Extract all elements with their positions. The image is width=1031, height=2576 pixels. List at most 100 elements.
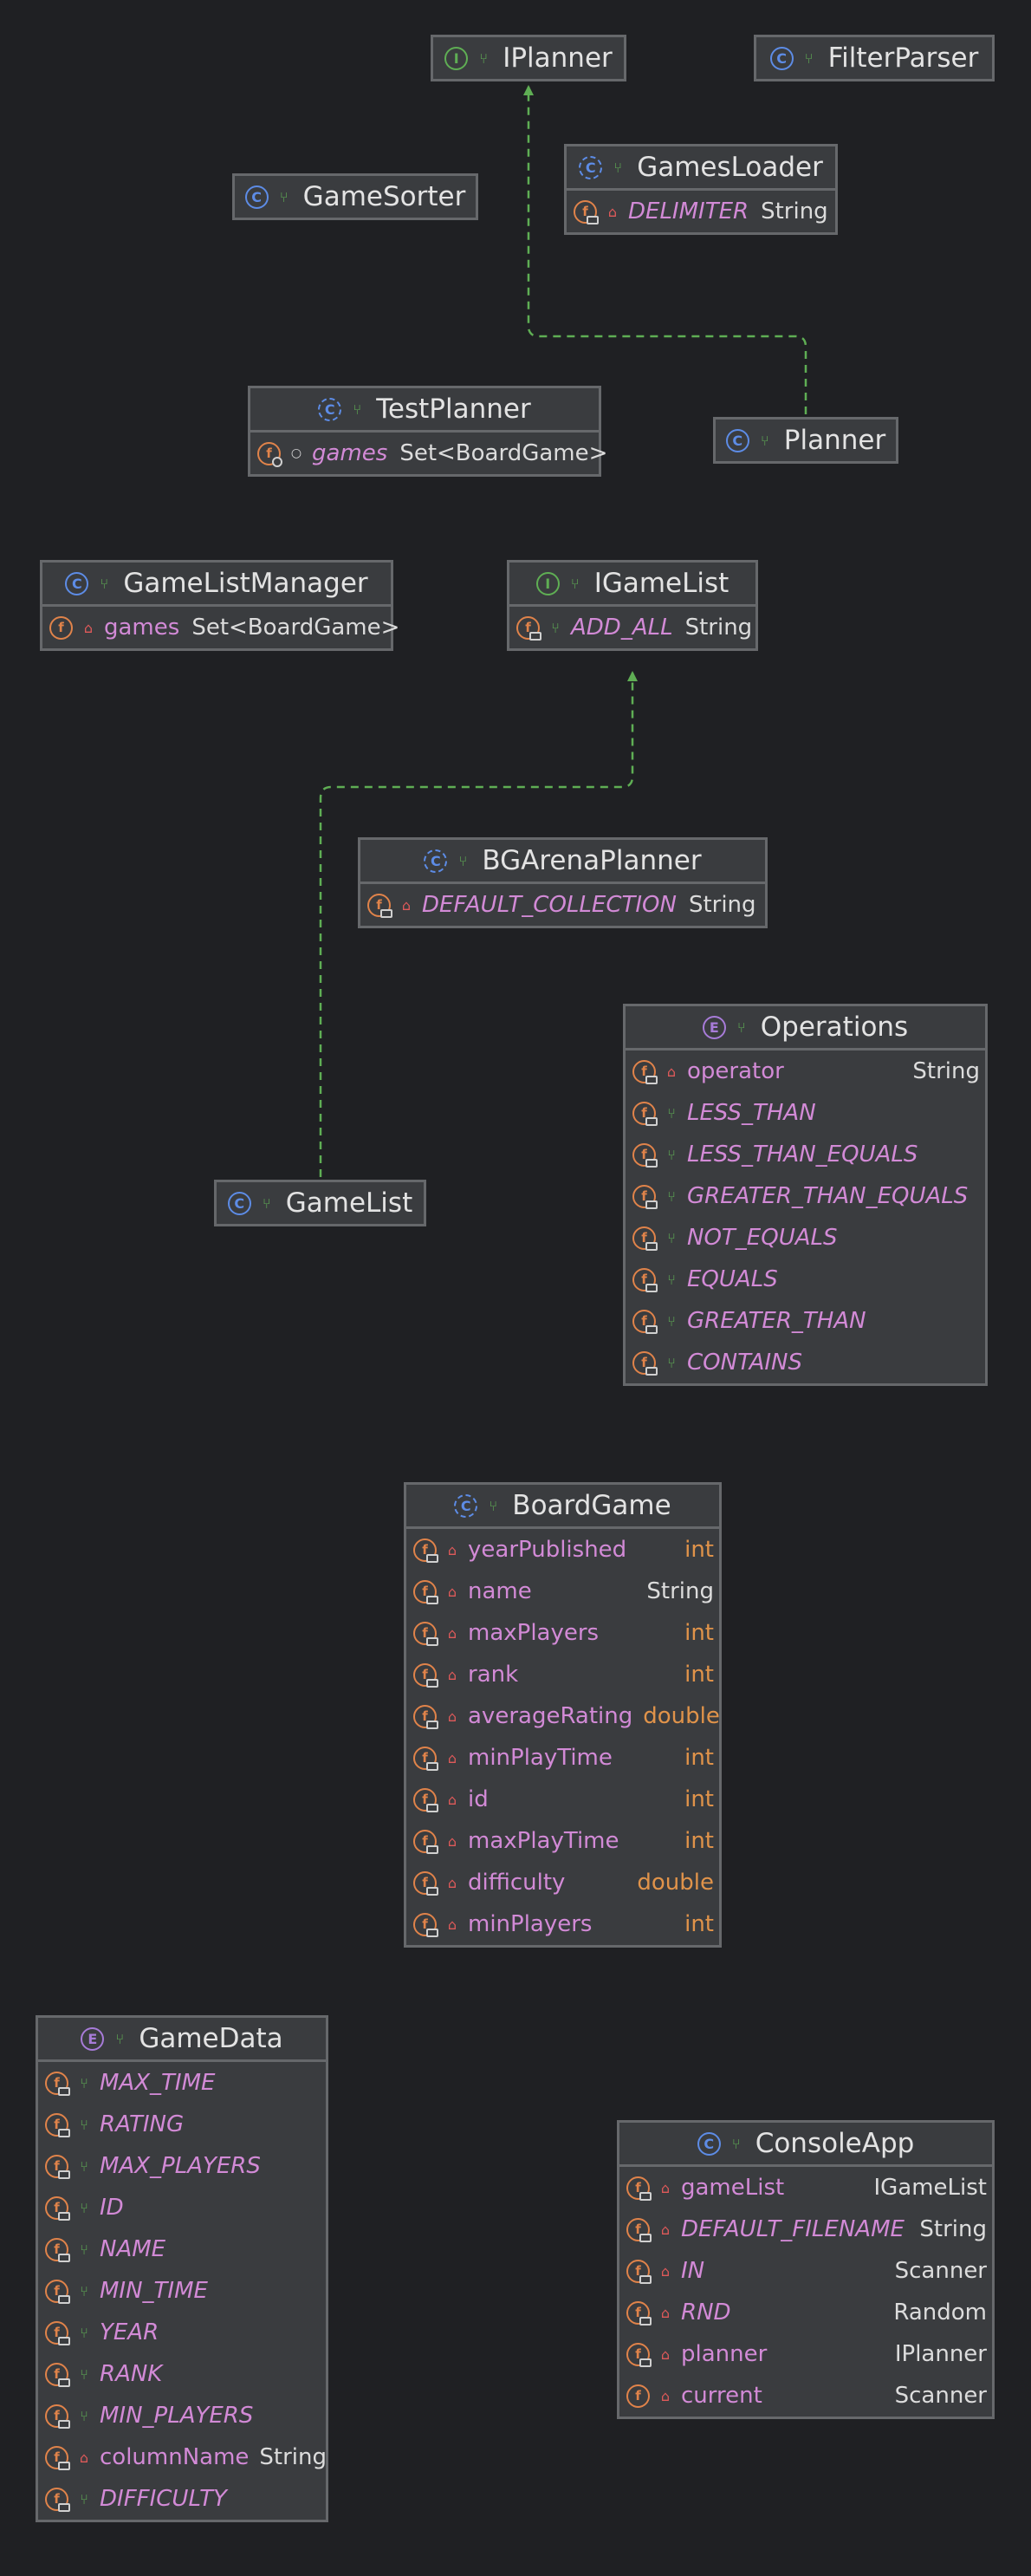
field-row[interactable]: f⑂MIN_PLAYERS <box>38 2395 326 2436</box>
node-name: GameSorter <box>302 181 466 212</box>
uml-class-gamelist[interactable]: C⑂GameList <box>214 1180 426 1226</box>
field-row[interactable]: f⑂NAME <box>38 2228 326 2270</box>
field-name: DELIMITER <box>628 198 749 224</box>
node-header: E⑂GameData <box>38 2018 326 2059</box>
field-name: RATING <box>100 2111 185 2137</box>
private-lock-icon: ⌂ <box>660 2179 671 2196</box>
field-row[interactable]: f⑂MIN_TIME <box>38 2270 326 2312</box>
private-lock-icon: ⌂ <box>660 2304 671 2321</box>
public-visibility-icon: ⑂ <box>279 188 289 205</box>
field-name: gameList <box>681 2175 785 2201</box>
field-row[interactable]: f⑂YEAR <box>38 2312 326 2353</box>
private-lock-icon: ⌂ <box>660 2345 671 2363</box>
class-badge-icon: C <box>454 1493 478 1518</box>
static-field-icon: f <box>257 441 282 467</box>
private-lock-icon: ⌂ <box>660 2221 671 2238</box>
field-row[interactable]: f⑂ID <box>38 2187 326 2228</box>
field-row[interactable]: f⑂RATING <box>38 2104 326 2145</box>
uml-class-planner[interactable]: C⑂Planner <box>713 417 898 464</box>
public-visibility-icon: ⑂ <box>262 1194 271 1212</box>
field-row[interactable]: f⑂LESS_THAN_EQUALS <box>626 1134 985 1175</box>
field-type: Random <box>893 2300 987 2326</box>
field-name: CONTAINS <box>687 1350 802 1376</box>
edge-gamelist-implements-igamelist <box>319 671 638 1177</box>
private-lock-icon: ⌂ <box>447 1541 457 1558</box>
enum-badge-icon: E <box>702 1015 726 1039</box>
field-row[interactable]: f⑂MAX_PLAYERS <box>38 2145 326 2187</box>
constant-field-icon: f <box>45 2237 70 2262</box>
public-visibility-icon: ⑂ <box>731 2135 741 2152</box>
class-badge-icon: C <box>65 571 89 595</box>
field-row[interactable]: f⑂LESS_THAN <box>626 1092 985 1134</box>
field-type: int <box>684 1537 714 1563</box>
field-row[interactable]: f⑂MAX_TIME <box>38 2062 326 2104</box>
private-lock-icon: ⌂ <box>447 1832 457 1850</box>
field-type: Set<BoardGame> <box>399 440 608 466</box>
field-type: int <box>684 1786 714 1812</box>
constant-field-icon: f <box>413 1538 438 1563</box>
node-name: IPlanner <box>503 42 613 74</box>
uml-class-gamesorter[interactable]: C⑂GameSorter <box>232 173 478 220</box>
uml-interface-iplanner[interactable]: I⑂IPlanner <box>431 35 626 81</box>
field-row[interactable]: f⑂NOT_EQUALS <box>626 1217 985 1259</box>
node-header: C⑂GameSorter <box>235 176 476 218</box>
node-header: C⑂ConsoleApp <box>619 2123 992 2164</box>
field-row[interactable]: f⑂GREATER_THAN <box>626 1300 985 1342</box>
node-name: BGArenaPlanner <box>482 845 702 876</box>
private-lock-icon: ⌂ <box>447 1666 457 1683</box>
public-visibility-icon: ⑂ <box>667 1312 676 1330</box>
interface-badge-icon: I <box>535 571 560 595</box>
node-name: Operations <box>760 1012 909 1043</box>
field-row[interactable]: f⑂CONTAINS <box>626 1342 985 1383</box>
node-name: GameData <box>139 2023 283 2054</box>
header-divider <box>42 604 391 607</box>
field-row[interactable]: f⑂EQUALS <box>626 1259 985 1300</box>
field-row[interactable]: f⑂RANK <box>38 2353 326 2395</box>
public-visibility-icon: ⑂ <box>489 1497 498 1514</box>
field-name: name <box>468 1578 532 1604</box>
field-row[interactable]: f⑂DIFFICULTY <box>38 2478 326 2520</box>
public-visibility-icon: ⑂ <box>80 2157 88 2175</box>
field-type: String <box>646 1578 714 1604</box>
public-visibility-icon: ⑂ <box>667 1187 676 1205</box>
field-row[interactable]: f⑂GREATER_THAN_EQUALS <box>626 1175 985 1217</box>
field-name: LESS_THAN_EQUALS <box>687 1142 918 1168</box>
uml-class-filterparser[interactable]: C⑂FilterParser <box>754 35 995 81</box>
field-type: double <box>643 1703 720 1729</box>
field-type: int <box>684 1745 714 1771</box>
field-name: MAX_PLAYERS <box>100 2153 261 2179</box>
field-type: Scanner <box>894 2383 987 2409</box>
